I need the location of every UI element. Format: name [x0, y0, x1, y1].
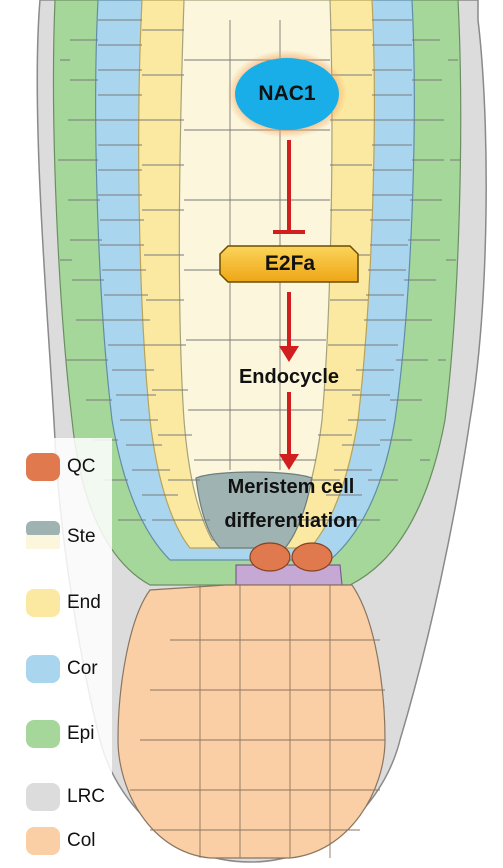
nac1-label: NAC1 — [237, 82, 337, 106]
legend-swatch-col — [26, 827, 60, 855]
legend-swatch-lrc — [26, 783, 60, 811]
meristem-label-line1: Meristem cell — [206, 476, 376, 499]
legend-swatch-end — [26, 589, 60, 617]
e2fa-label: E2Fa — [240, 252, 340, 276]
legend-swatch-ste-bottom — [26, 535, 60, 549]
legend-swatch-cor — [26, 655, 60, 683]
endocycle-label: Endocycle — [226, 366, 352, 389]
qc-cell-right — [292, 543, 332, 571]
meristem-label-line2: differentiation — [206, 510, 376, 533]
legend-swatch-epi — [26, 720, 60, 748]
legend-swatch-ste-top — [26, 521, 60, 537]
legend-swatch-qc — [26, 453, 60, 481]
qc-cell-left — [250, 543, 290, 571]
columella-region — [118, 585, 385, 858]
columella-initials — [236, 565, 342, 585]
